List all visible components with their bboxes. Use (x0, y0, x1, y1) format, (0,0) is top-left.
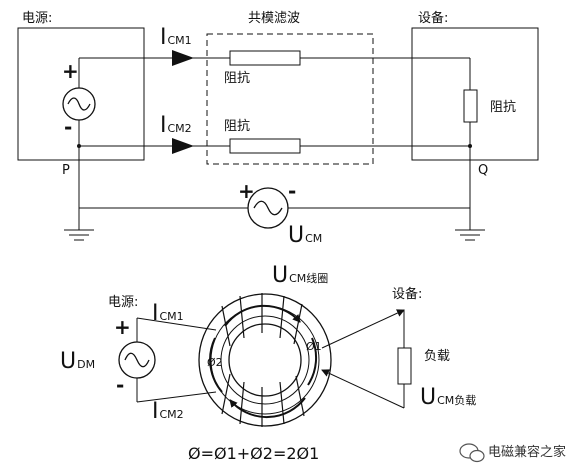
bottom-toroid-diagram: 电源: 设备: + - UDM (60, 263, 476, 463)
bottom-device-label: 设备: (392, 286, 422, 302)
device-impedance-resistor (463, 89, 478, 123)
load-resistor (397, 347, 412, 385)
source-minus: - (64, 115, 72, 139)
current-arrow-1 (172, 50, 194, 66)
top-circuit: 电源: + - ICM1 ICM2 共模滤波 阻抗 阻抗 (17, 10, 539, 248)
wechat-icon (459, 443, 485, 463)
device-label: 设备: (418, 10, 448, 26)
filter-label: 共模滤波 (248, 11, 300, 26)
ac-source-bottom (118, 341, 156, 379)
impedance-label-1: 阻抗 (224, 71, 250, 86)
current-arrow-2 (172, 138, 194, 154)
impedance-resistor-2 (229, 138, 301, 154)
load-label: 负载 (424, 349, 450, 364)
bottom-plus: + (114, 315, 131, 339)
bottom-minus: - (116, 373, 124, 397)
current-label-2: ICM2 (160, 113, 192, 138)
node-q: Q (478, 163, 488, 178)
ucm-minus: - (288, 179, 296, 203)
source-box (17, 27, 145, 161)
phi1-label: Ø1 (306, 340, 322, 353)
watermark-text: 电磁兼容之家 (488, 444, 566, 460)
coil-voltage-label: UCM线圈 (272, 263, 328, 288)
ground-left-icon (64, 229, 94, 241)
ucm-label: UCM (288, 223, 322, 248)
phi2-label: Ø2 (207, 356, 223, 369)
source-plus: + (62, 59, 79, 83)
watermark: 电磁兼容之家 (459, 443, 566, 463)
ground-right-icon (455, 229, 485, 241)
ucm-plus: + (238, 179, 255, 203)
flux-equation: Ø=Ø1+Ø2=2Ø1 (188, 444, 319, 463)
bottom-current-label-2: ICM2 (152, 399, 184, 424)
current-label-1: ICM1 (160, 25, 192, 50)
udm-label: UDM (60, 349, 95, 374)
ac-source-ucm (247, 187, 289, 229)
source-label: 电源: (22, 11, 52, 26)
bottom-source-label: 电源: (108, 295, 138, 310)
load-voltage-label: UCM负载 (420, 385, 476, 410)
device-box (411, 27, 539, 161)
filter-box (206, 33, 374, 165)
node-p: P (62, 163, 70, 178)
device-impedance-label: 阻抗 (490, 100, 516, 115)
toroid-core (198, 293, 332, 427)
bottom-current-label-1: ICM1 (152, 301, 184, 326)
impedance-resistor-1 (229, 50, 301, 66)
impedance-label-2: 阻抗 (224, 119, 250, 134)
